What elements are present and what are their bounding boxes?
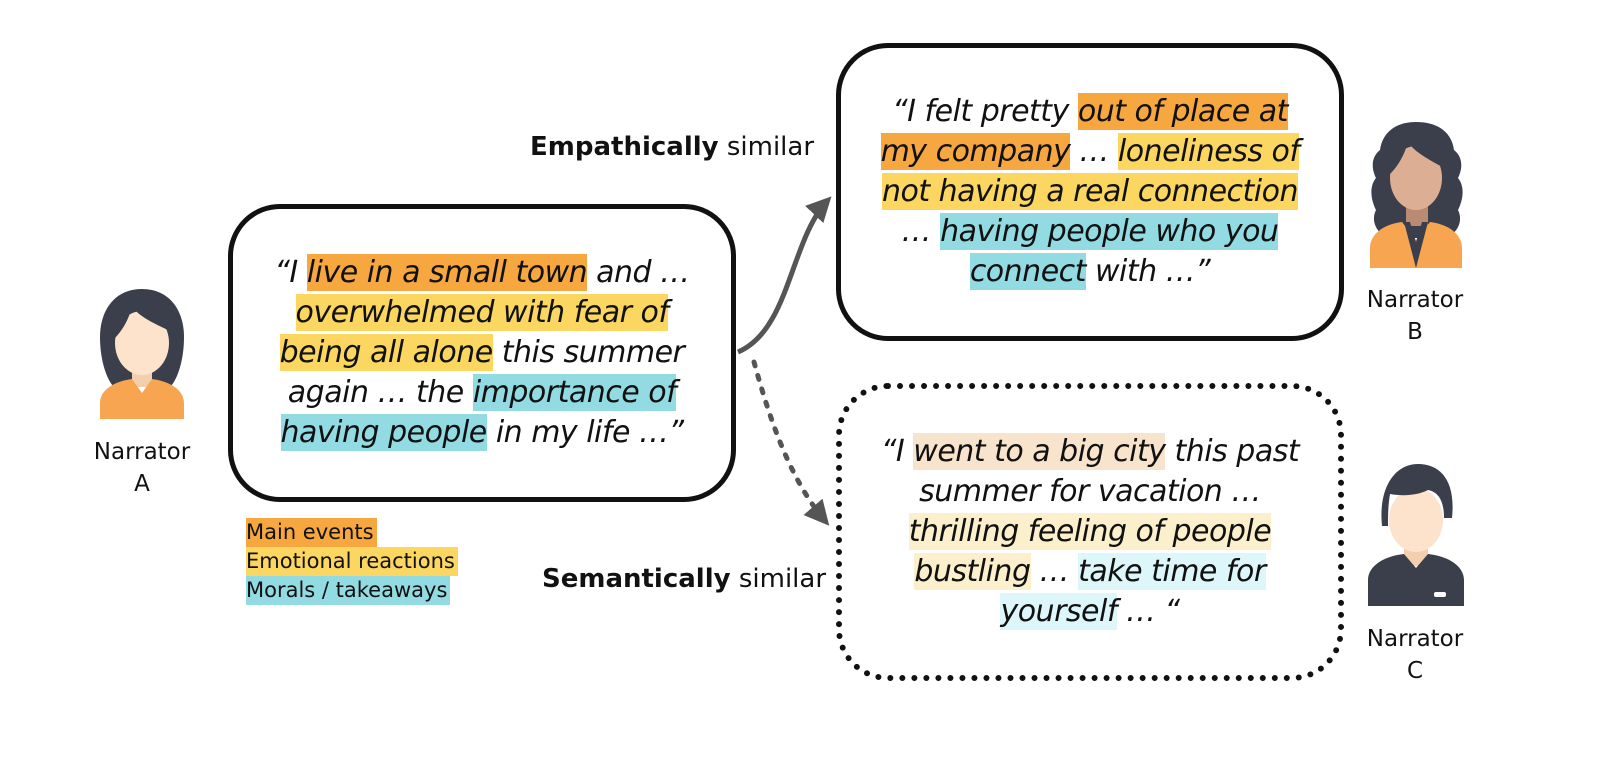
story-b-text: with …” — [1085, 254, 1211, 289]
story-c-box: “I went to a big city this past summer f… — [836, 383, 1344, 681]
story-a-line-1: “I live in a small town and … — [274, 253, 690, 293]
story-a-emotional-reaction: overwhelmed with fear of — [295, 294, 669, 331]
story-b-line-1: “I felt pretty out of place at — [881, 92, 1300, 132]
story-b-line-3: not having a real connection — [881, 172, 1300, 212]
semantic-label-rest: similar — [730, 564, 827, 594]
legend-main-events: Main events — [246, 518, 377, 547]
story-b-box: “I felt pretty out of place at my compan… — [836, 43, 1344, 341]
story-a-box: “I live in a small town and … overwhelme… — [228, 204, 736, 502]
narrator-b-label: Narrator B — [1350, 284, 1480, 348]
story-a-main-event: live in a small town — [306, 254, 588, 291]
story-b-quote: “I felt pretty out of place at my compan… — [880, 92, 1300, 292]
story-a-text: again … the — [287, 375, 473, 410]
narrator-a-label-line1: Narrator — [93, 439, 191, 465]
story-a-moral: having people — [280, 414, 487, 451]
story-a-text: “I — [274, 255, 307, 290]
story-b-line-5: connect with …” — [881, 252, 1300, 292]
story-b-emotional-reaction: loneliness of — [1117, 133, 1300, 170]
story-c-line-3: thrilling feeling of people — [881, 512, 1299, 552]
narrator-b-label-line1: Narrator — [1366, 287, 1464, 313]
story-a-line-3: being all alone this summer — [274, 333, 689, 373]
narrator-c-label-line2: C — [1406, 658, 1424, 684]
story-b-text: … — [1070, 134, 1118, 169]
story-a-emotional-reaction: being all alone — [279, 334, 493, 371]
story-b-main-event: out of place at — [1077, 93, 1288, 130]
story-b-text: … — [901, 214, 941, 249]
narrator-b-avatar — [1370, 122, 1463, 268]
story-b-text: “I felt pretty — [892, 94, 1078, 129]
story-b-moral: having people who you — [940, 213, 1279, 250]
legend-morals: Morals / takeaways — [246, 576, 451, 605]
story-a-text: in my life …” — [486, 415, 684, 450]
empathic-label-rest: similar — [718, 132, 815, 162]
legend-emotional-reactions: Emotional reactions — [246, 547, 458, 576]
story-a-moral: importance of — [472, 374, 677, 411]
story-a-line-4: again … the importance of — [274, 373, 689, 413]
story-a-text: and … — [587, 255, 690, 290]
story-c-main-event: went to a big city — [913, 433, 1166, 470]
story-b-moral: connect — [969, 253, 1086, 290]
story-c-text: … — [1030, 554, 1079, 589]
narrator-a-avatar — [100, 289, 184, 419]
semantic-arrow — [751, 359, 830, 526]
story-c-text: “I — [880, 434, 914, 469]
story-b-line-4: … having people who you — [881, 212, 1300, 252]
story-b-emotional-reaction: not having a real connection — [881, 173, 1299, 210]
story-c-moral: yourself — [1000, 593, 1117, 630]
legend: Main events Emotional reactions Morals /… — [246, 518, 458, 605]
story-c-line-5: yourself … “ — [881, 592, 1299, 632]
story-c-line-2: summer for vacation … — [881, 472, 1299, 512]
empathic-label-bold: Empathically — [530, 132, 719, 162]
story-c-emotional-reaction: thrilling feeling of people — [908, 513, 1272, 550]
narrator-b-label-line2: B — [1407, 319, 1423, 345]
story-b-main-event: my company — [880, 133, 1071, 170]
story-a-quote: “I live in a small town and … overwhelme… — [274, 253, 690, 453]
story-b-line-2: my company … loneliness of — [880, 132, 1300, 172]
story-a-text: this summer — [492, 335, 685, 370]
story-c-moral: take time for — [1078, 553, 1266, 590]
semantic-similarity-label: Semantically similar — [542, 564, 826, 594]
narrator-c-label: Narrator C — [1350, 623, 1480, 687]
story-c-text: … “ — [1116, 594, 1180, 629]
story-c-text: summer for vacation … — [919, 474, 1261, 509]
empathic-similarity-label: Empathically similar — [530, 132, 814, 162]
story-c-text: this past — [1165, 434, 1300, 469]
narrator-a-label-line2: A — [134, 471, 150, 497]
narrator-a-label: Narrator A — [77, 436, 207, 500]
narrator-c-avatar — [1368, 464, 1464, 606]
story-c-line-1: “I went to a big city this past — [880, 432, 1300, 472]
empathic-arrow — [736, 196, 832, 355]
story-a-line-2: overwhelmed with fear of — [274, 293, 689, 333]
narrator-c-label-line1: Narrator — [1366, 626, 1464, 652]
story-c-quote: “I went to a big city this past summer f… — [880, 432, 1300, 632]
story-c-line-4: bustling … take time for — [881, 552, 1299, 592]
story-c-emotional-reaction: bustling — [914, 553, 1031, 590]
story-a-line-5: having people in my life …” — [274, 413, 689, 453]
semantic-label-bold: Semantically — [542, 564, 731, 594]
